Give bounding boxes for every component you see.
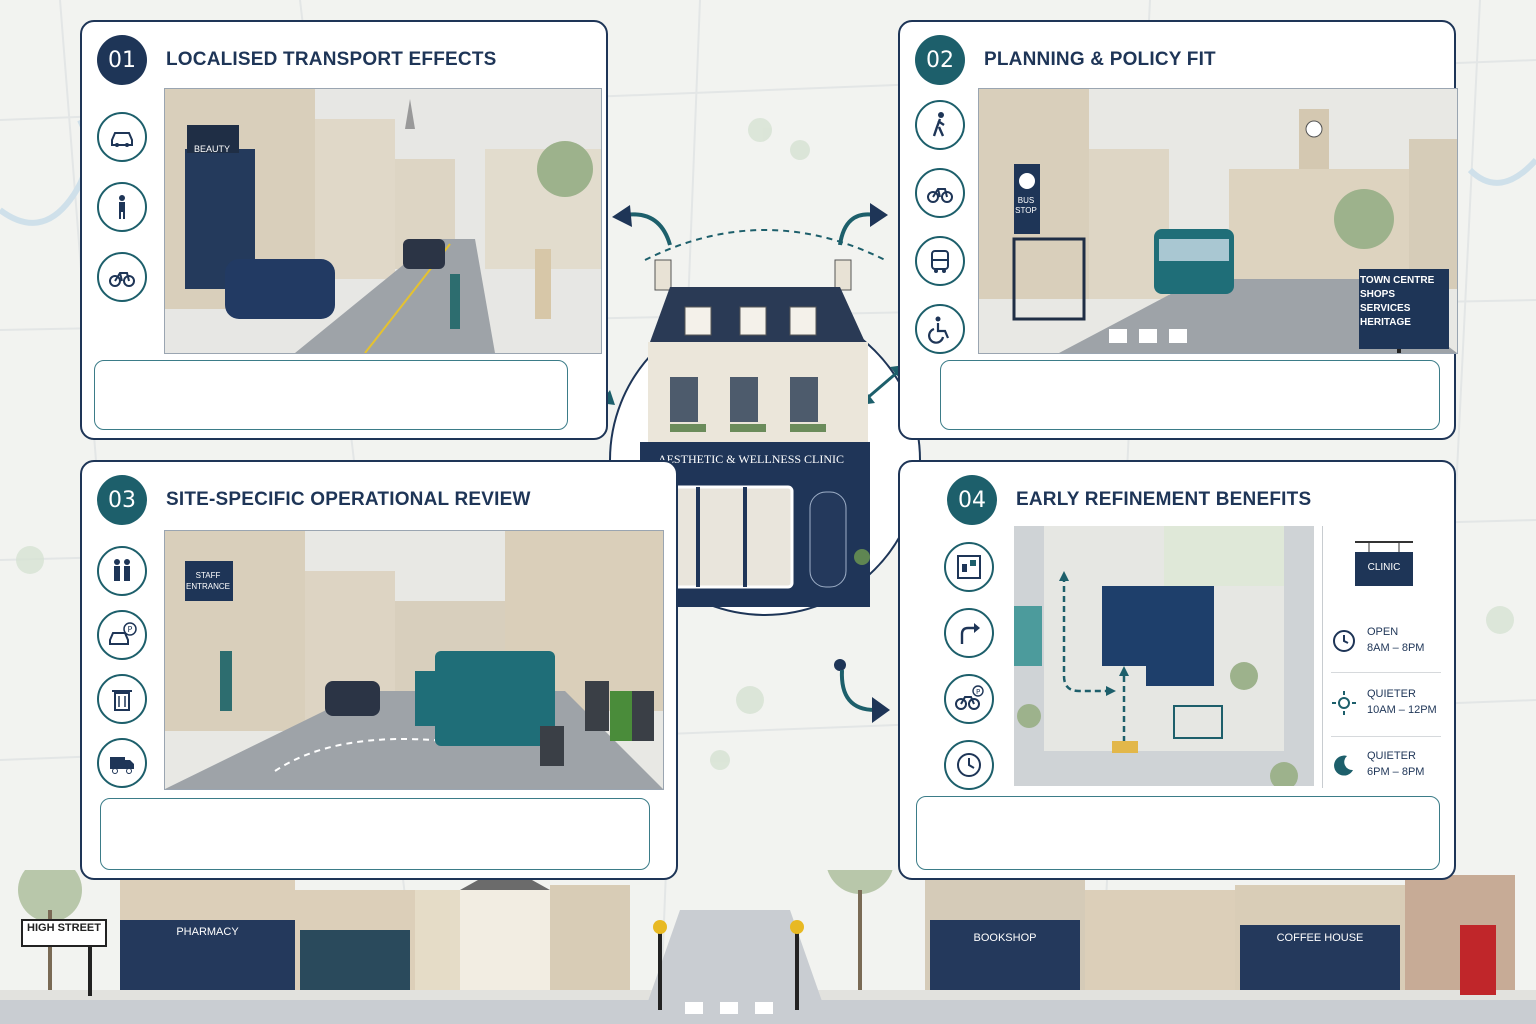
clock-icon <box>1333 630 1355 652</box>
pedestrian-icon <box>97 182 147 232</box>
car-icon <box>97 112 147 162</box>
delivery-truck-icon <box>97 738 147 788</box>
bicycle-icon <box>915 168 965 218</box>
panel-number-02: 02 <box>915 35 965 85</box>
route-arrow-icon <box>944 608 994 658</box>
hours-sidebar: CLINIC OPEN 8AM – 8PM QUIETER 10AM – 12P… <box>1322 526 1449 788</box>
arrows-top <box>612 203 888 246</box>
hours-row-open: OPEN 8AM – 8PM <box>1331 624 1449 664</box>
panel-localised-transport: 01 LOCALISED TRANSPORT EFFECTS BEAUTY <box>80 20 608 440</box>
signpost-shops: SHOPS <box>1360 289 1396 300</box>
bus-icon <box>915 236 965 286</box>
panel-planning-policy: 02 PLANNING & POLICY FIT BUS STOP TOWN C… <box>898 20 1458 440</box>
shop-sign-pharmacy: PHARMACY <box>176 926 239 938</box>
walking-icon <box>915 100 965 150</box>
icon-column-03: P <box>97 546 147 808</box>
wheelchair-icon <box>915 304 965 354</box>
text-box-03 <box>100 798 650 870</box>
shop-sign-bookshop: BOOKSHOP <box>973 932 1037 944</box>
panel-title-02: PLANNING & POLICY FIT <box>984 49 1216 70</box>
clinic-building <box>640 259 870 607</box>
clinic-name-sign: AESTHETIC & WELLNESS CLINIC <box>657 452 845 466</box>
shop-sign-coffee-house: COFFEE HOUSE <box>1276 932 1364 944</box>
bus-stop-sign: BUS STOP <box>1015 196 1037 215</box>
panel-number-01: 01 <box>97 35 147 85</box>
transport-street-illustration <box>164 88 602 354</box>
clinic-hanging-sign <box>1355 541 1413 586</box>
panel-title-03: SITE-SPECIFIC OPERATIONAL REVIEW <box>166 489 531 510</box>
moon-icon <box>1334 755 1353 776</box>
scene-shop-sign: BEAUTY <box>193 144 230 154</box>
hours-label-quieter-morning: QUIETER <box>1367 688 1416 700</box>
bin-icon <box>97 674 147 724</box>
svg-text:P: P <box>976 688 980 696</box>
clock-icon <box>944 740 994 790</box>
panel-title-04: EARLY REFINEMENT BENEFITS <box>1016 489 1312 510</box>
icon-column-04: P <box>944 542 994 810</box>
sun-icon <box>1332 691 1356 715</box>
icon-column-01 <box>97 112 147 322</box>
site-layout-icon <box>944 542 994 592</box>
arrow-bottom-right <box>839 669 890 723</box>
svg-text:P: P <box>128 625 133 634</box>
hours-label-quieter-evening: QUIETER <box>1367 750 1416 762</box>
staff-entrance-sign: STAFF ENTRANCE <box>186 571 231 591</box>
signpost-services: SERVICES <box>1360 303 1411 314</box>
site-plan-map <box>1014 526 1314 786</box>
town-centre-signpost: TOWN CENTRE SHOPS SERVICES HERITAGE <box>1360 274 1446 330</box>
panel-number-03: 03 <box>97 475 147 525</box>
clinic-sign-text: CLINIC <box>1367 562 1401 573</box>
hours-time-quieter-evening: 6PM – 8PM <box>1367 766 1425 778</box>
high-street-scene <box>0 870 1536 1024</box>
signpost-town-centre: TOWN CENTRE <box>1360 275 1435 286</box>
text-box-02 <box>940 360 1440 430</box>
street-sign: HIGH STREET <box>27 922 101 934</box>
panel-early-refinement: 04 EARLY REFINEMENT BENEFITS P CLINIC <box>898 460 1456 880</box>
hours-row-quieter-morning: QUIETER 10AM – 12PM <box>1331 686 1449 726</box>
text-box-01 <box>94 360 568 430</box>
text-box-04 <box>916 796 1440 870</box>
panel-number-04: 04 <box>947 475 997 525</box>
icon-column-02 <box>915 100 965 374</box>
hours-label-open: OPEN <box>1367 626 1399 638</box>
cycle-parking-icon: P <box>944 674 994 724</box>
panel-title-01: LOCALISED TRANSPORT EFFECTS <box>166 49 497 70</box>
hours-row-quieter-evening: QUIETER 6PM – 8PM <box>1331 748 1449 788</box>
hours-time-open: 8AM – 8PM <box>1367 642 1425 654</box>
planning-town-centre-illustration <box>978 88 1458 354</box>
staff-icon <box>97 546 147 596</box>
panel-site-operational: 03 SITE-SPECIFIC OPERATIONAL REVIEW P ST… <box>80 460 678 880</box>
hours-time-quieter-morning: 10AM – 12PM <box>1367 704 1437 716</box>
operational-street-illustration <box>164 530 664 790</box>
bicycle-icon <box>97 252 147 302</box>
parking-icon: P <box>97 610 147 660</box>
signpost-heritage: HERITAGE <box>1360 317 1411 328</box>
